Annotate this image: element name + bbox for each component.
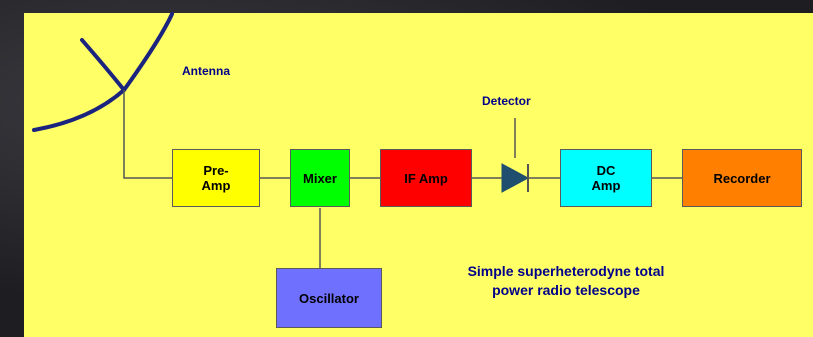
oscillator-block: Oscillator — [276, 268, 382, 328]
detector-diode-icon — [501, 163, 530, 193]
recorder-block: Recorder — [682, 149, 802, 207]
caption-line-1: Simple superheterodyne total — [467, 263, 665, 279]
dc-amp-block: DC Amp — [560, 149, 652, 207]
antenna-arm-bottom — [32, 88, 126, 132]
detector-label: Detector — [482, 94, 531, 108]
mixer-block: Mixer — [290, 149, 350, 207]
antenna-label: Antenna — [182, 64, 230, 78]
caption-line-2: power radio telescope — [492, 282, 640, 298]
if-amp-block: IF Amp — [380, 149, 472, 207]
antenna-arm-right — [122, 12, 174, 92]
antenna-arm-left — [80, 38, 126, 92]
antenna-feed-wire — [123, 90, 172, 179]
diagram-caption: Simple superheterodyne total power radio… — [436, 262, 696, 300]
preamp-block: Pre- Amp — [172, 149, 260, 207]
